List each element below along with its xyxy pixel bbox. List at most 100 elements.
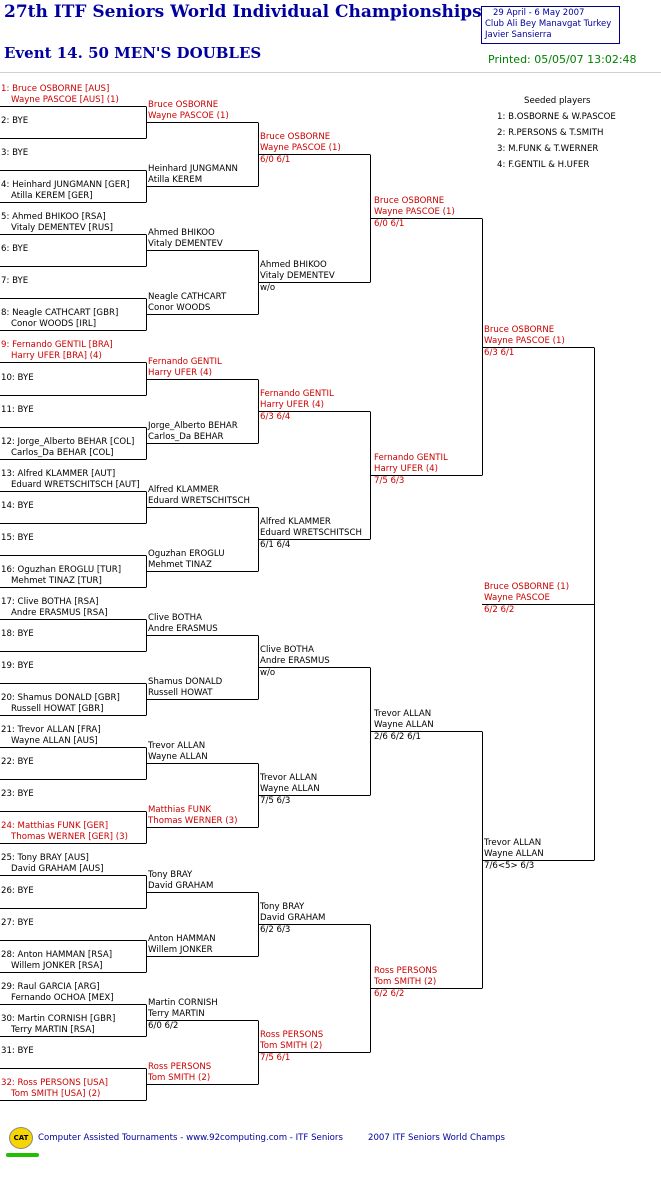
round1-player-a: 31: BYE	[1, 1045, 34, 1056]
round5-player-a: Bruce OSBORNE	[484, 324, 555, 335]
round5-score: 6/3 6/1	[484, 347, 515, 358]
round3-score: w/o	[260, 282, 276, 293]
cat-logo-icon: CAT	[9, 1127, 33, 1149]
round4-score: 7/5 6/3	[374, 475, 405, 486]
round2-player-b: Vitaly DEMENTEV	[148, 238, 223, 249]
round1-player-a: 5: Ahmed BHIKOO [RSA]	[1, 211, 106, 222]
tournament-dates: 29 April - 6 May 2007	[493, 8, 585, 18]
round1-player-a: 18: BYE	[1, 628, 34, 639]
round1-player-b: Wayne ALLAN [AUS]	[11, 735, 98, 746]
round4-player-a: Fernando GENTIL	[374, 452, 448, 463]
round2-player-a: Clive BOTHA	[148, 612, 202, 623]
round1-player-b: Andre ERASMUS [RSA]	[11, 607, 108, 618]
round2-player-b: Mehmet TINAZ	[148, 559, 212, 570]
round1-player-a: 1: Bruce OSBORNE [AUS]	[1, 83, 110, 94]
footer-event: 2007 ITF Seniors World Champs	[368, 1133, 506, 1143]
round2-player-b: David GRAHAM	[148, 880, 214, 891]
round1-player-b: Fernando OCHOA [MEX]	[11, 992, 114, 1003]
round3-score: 6/2 6/3	[260, 924, 291, 935]
round1-player-a: 9: Fernando GENTIL [BRA]	[1, 339, 113, 350]
round2-player-b: Carlos_Da BEHAR	[148, 431, 224, 442]
round3-player-b: Harry UFER (4)	[260, 399, 324, 410]
round1-player-a: 15: BYE	[1, 532, 34, 543]
round1-player-a: 4: Heinhard JUNGMANN [GER]	[1, 179, 130, 190]
seed-1: 1: B.OSBORNE & W.PASCOE	[497, 112, 616, 122]
round2-player-b: Tom SMITH (2)	[148, 1072, 211, 1083]
seed-4: 4: F.GENTIL & H.UFER	[497, 160, 590, 170]
round4-player-a: Bruce OSBORNE	[374, 195, 445, 206]
round5-player-a: Trevor ALLAN	[484, 837, 542, 848]
round2-player-a: Tony BRAY	[148, 869, 193, 880]
round2-player-a: Alfred KLAMMER	[148, 484, 219, 495]
footer-credit: Computer Assisted Tournaments - www.92co…	[38, 1133, 343, 1143]
round3-score: 6/1 6/4	[260, 539, 291, 550]
round3-score: 7/5 6/3	[260, 795, 291, 806]
round2-player-a: Anton HAMMAN	[148, 933, 216, 944]
round2-player-a: Fernando GENTIL	[148, 356, 222, 367]
round1-player-a: 21: Trevor ALLAN [FRA]	[1, 724, 101, 735]
round2-player-a: Trevor ALLAN	[148, 740, 206, 751]
cat-logo-underline	[6, 1153, 39, 1157]
round3-player-b: Vitaly DEMENTEV	[260, 270, 335, 281]
round1-player-a: 22: BYE	[1, 756, 34, 767]
round6-player-b: Wayne PASCOE	[484, 592, 550, 603]
round1-player-a: 7: BYE	[1, 275, 29, 286]
round1-player-a: 14: BYE	[1, 500, 34, 511]
round3-player-a: Alfred KLAMMER	[260, 516, 331, 527]
round2-player-b: Andre ERASMUS	[148, 623, 218, 634]
round1-player-a: 2: BYE	[1, 115, 29, 126]
round1-player-a: 19: BYE	[1, 660, 34, 671]
round1-player-a: 30: Martin CORNISH [GBR]	[1, 1013, 116, 1024]
round1-player-a: 23: BYE	[1, 788, 34, 799]
event-title: Event 14. 50 MEN'S DOUBLES	[4, 44, 262, 62]
round1-player-a: 16: Oguzhan EROGLU [TUR]	[1, 564, 122, 575]
round1-player-b: Eduard WRETSCHITSCH [AUT]	[11, 479, 140, 490]
round4-score: 6/2 6/2	[374, 988, 405, 999]
round1-player-a: 6: BYE	[1, 243, 29, 254]
round6-player-a: Bruce OSBORNE (1)	[484, 581, 570, 592]
page-title: 27th ITF Seniors World Individual Champi…	[4, 2, 482, 22]
round1-player-a: 13: Alfred KLAMMER [AUT]	[1, 468, 116, 479]
round3-score: 6/0 6/1	[260, 154, 291, 165]
round2-player-b: Thomas WERNER (3)	[148, 815, 238, 826]
round1-player-a: 24: Matthias FUNK [GER]	[1, 820, 109, 831]
round2-player-a: Martin CORNISH	[148, 997, 218, 1008]
round4-player-b: Wayne PASCOE (1)	[374, 206, 455, 217]
tournament-referee: Javier Sansierra	[485, 30, 552, 40]
tournament-info-box: 29 April - 6 May 2007 Club Ali Bey Manav…	[481, 6, 620, 44]
round1-player-b: Tom SMITH [USA] (2)	[11, 1088, 101, 1099]
round3-player-a: Bruce OSBORNE	[260, 131, 331, 142]
round2-player-a: Ahmed BHIKOO	[148, 227, 215, 238]
round2-player-b: Eduard WRETSCHITSCH	[148, 495, 250, 506]
round1-player-b: David GRAHAM [AUS]	[11, 863, 104, 874]
round1-player-b: Mehmet TINAZ [TUR]	[11, 575, 102, 586]
round5-player-b: Wayne PASCOE (1)	[484, 335, 565, 346]
round2-score: 6/0 6/2	[148, 1020, 179, 1031]
round5-score: 7/6<5> 6/3	[484, 860, 535, 871]
printed-timestamp: Printed: 05/05/07 13:02:48	[488, 53, 637, 66]
round1-player-a: 20: Shamus DONALD [GBR]	[1, 692, 120, 703]
round3-player-a: Fernando GENTIL	[260, 388, 334, 399]
round1-player-b: Willem JONKER [RSA]	[11, 960, 103, 971]
round4-player-b: Wayne ALLAN	[374, 719, 434, 730]
round4-player-a: Trevor ALLAN	[374, 708, 432, 719]
round3-score: 7/5 6/1	[260, 1052, 291, 1063]
round2-player-b: Terry MARTIN	[148, 1008, 205, 1019]
round3-score: w/o	[260, 667, 276, 678]
round6-score: 6/2 6/2	[484, 604, 515, 615]
round2-player-b: Wayne ALLAN	[148, 751, 208, 762]
seed-2: 2: R.PERSONS & T.SMITH	[497, 128, 604, 138]
round3-player-b: Tom SMITH (2)	[260, 1040, 323, 1051]
round4-player-a: Ross PERSONS	[374, 965, 438, 976]
round1-player-a: 3: BYE	[1, 147, 29, 158]
round1-player-a: 27: BYE	[1, 917, 34, 928]
round1-player-b: Terry MARTIN [RSA]	[11, 1024, 95, 1035]
round1-player-a: 25: Tony BRAY [AUS]	[1, 852, 89, 863]
round2-player-a: Neagle CATHCART	[148, 291, 227, 302]
round3-player-b: Wayne PASCOE (1)	[260, 142, 341, 153]
round2-player-a: Heinhard JUNGMANN	[148, 163, 238, 174]
round1-player-a: 32: Ross PERSONS [USA]	[1, 1077, 108, 1088]
round3-player-a: Ross PERSONS	[260, 1029, 324, 1040]
round2-player-b: Harry UFER (4)	[148, 367, 212, 378]
